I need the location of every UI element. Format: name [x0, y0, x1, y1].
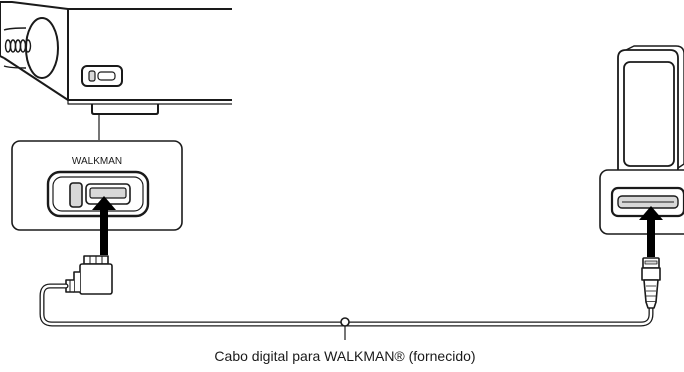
arrow-up-icon-left [92, 196, 116, 255]
walkman-cable-plug [65, 255, 113, 295]
walkman-panel-label: WALKMAN [72, 156, 122, 167]
walkman-player [617, 45, 684, 177]
cable-callout [340, 317, 350, 340]
micro-usb-connector-icon [641, 257, 661, 309]
main-device [0, 1, 232, 115]
arrow-up-icon-right [639, 206, 663, 257]
player-screen [623, 61, 675, 167]
device-port-small [81, 65, 123, 87]
player-port-panel [599, 169, 684, 235]
walkman-port-panel: WALKMAN [11, 140, 183, 231]
cable-caption: Cabo digital para WALKMAN® (fornecido) [214, 348, 475, 364]
knob-grip [4, 39, 32, 53]
port-slot-left [69, 182, 83, 208]
